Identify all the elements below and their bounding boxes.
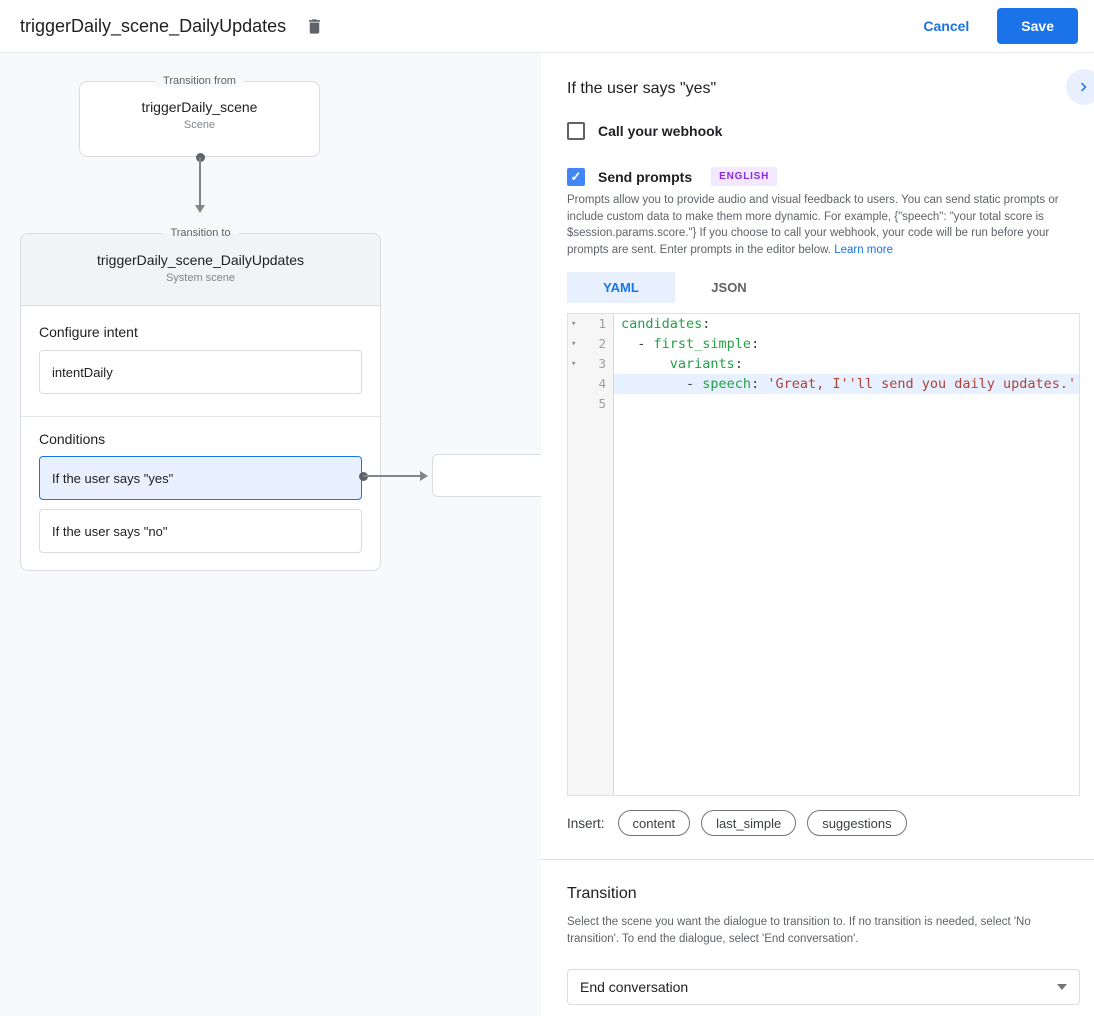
prompt-code-editor[interactable]: 1 candidates: 2 - first_simple: 3 varian…	[567, 313, 1080, 796]
cancel-button[interactable]: Cancel	[923, 18, 970, 34]
caret-down-icon	[1057, 984, 1067, 990]
transition-section-title: Transition	[567, 885, 637, 902]
transition-dropdown[interactable]: End conversation	[567, 969, 1080, 1005]
to-scene-name: triggerDaily_scene_DailyUpdates	[97, 252, 304, 268]
tab-yaml[interactable]: YAML	[567, 272, 675, 303]
transition-to-legend: Transition to	[162, 227, 239, 239]
insert-label: Insert:	[567, 815, 605, 831]
condition-row-yes[interactable]: If the user says "yes"	[39, 456, 362, 500]
connector-arrowhead	[195, 205, 205, 213]
line-number: 5	[598, 396, 606, 411]
card-divider	[21, 416, 380, 417]
intent-field[interactable]: intentDaily	[39, 350, 362, 394]
section-divider	[541, 859, 1094, 860]
chevron-right-icon	[1075, 78, 1093, 96]
prompts-checkbox[interactable]	[567, 167, 585, 186]
code-line-4-active[interactable]: 4 - speech: 'Great, I''ll send you daily…	[568, 374, 1079, 394]
panel-title: If the user says "yes"	[567, 80, 717, 97]
line-number: 1	[598, 316, 606, 331]
condition-row-no[interactable]: If the user says "no"	[39, 509, 362, 553]
fold-triangle-icon[interactable]	[571, 354, 576, 374]
page-title: triggerDaily_scene_DailyUpdates	[20, 15, 287, 36]
webhook-checkbox-label: Call your webhook	[598, 123, 723, 139]
editor-format-tabs: YAML JSON	[567, 272, 783, 303]
webhook-checkbox-row: Call your webhook	[567, 122, 722, 140]
from-scene-name: triggerDaily_scene	[141, 99, 258, 115]
fold-triangle-icon[interactable]	[571, 334, 576, 354]
tab-json[interactable]: JSON	[675, 272, 783, 303]
fold-triangle-icon[interactable]	[571, 314, 576, 334]
trash-icon	[305, 17, 324, 36]
condition-row-label: If the user says "yes"	[52, 470, 174, 486]
condition-editor-panel: If the user says "yes" Call your webhook…	[541, 53, 1094, 1016]
delete-scene-button[interactable]	[302, 14, 326, 38]
connector-line	[199, 157, 201, 205]
transition-from-legend: Transition from	[155, 75, 244, 87]
to-scene-type: System scene	[165, 272, 236, 284]
insert-chip-content[interactable]: content	[617, 810, 691, 836]
code-line-2[interactable]: 2 - first_simple:	[568, 334, 1079, 354]
connector-arrowhead	[420, 471, 428, 481]
scene-card-header: triggerDaily_scene_DailyUpdates System s…	[21, 234, 380, 306]
code-line-5[interactable]: 5	[568, 394, 1079, 414]
connector-line	[363, 475, 420, 477]
prompts-description-text: Prompts allow you to provide audio and v…	[567, 194, 1059, 256]
insert-chip-suggestions[interactable]: suggestions	[807, 810, 907, 836]
prompts-checkbox-label: Send prompts	[598, 168, 693, 185]
transition-description: Select the scene you want the dialogue t…	[567, 916, 1031, 945]
transition-to-card[interactable]: Transition to triggerDaily_scene_DailyUp…	[20, 227, 381, 571]
intent-field-value: intentDaily	[52, 364, 113, 380]
learn-more-link[interactable]: Learn more	[834, 243, 894, 256]
language-badge: ENGLISH	[711, 167, 778, 186]
topbar: triggerDaily_scene_DailyUpdates Cancel S…	[0, 0, 1094, 53]
from-scene-type: Scene	[183, 119, 216, 131]
prompts-checkbox-row: Send prompts ENGLISH	[567, 167, 778, 186]
condition-target-box[interactable]	[432, 454, 541, 497]
insert-toolbar: Insert: content last_simple suggestions	[567, 810, 907, 836]
line-number: 4	[598, 376, 606, 391]
insert-chip-last-simple[interactable]: last_simple	[701, 810, 797, 836]
condition-row-label: If the user says "no"	[52, 523, 168, 539]
save-button[interactable]: Save	[997, 8, 1078, 44]
prompts-description: Prompts allow you to provide audio and v…	[567, 192, 1080, 258]
webhook-checkbox[interactable]	[567, 122, 585, 140]
conditions-label: Conditions	[39, 431, 106, 447]
scene-flow-canvas: Transition from triggerDaily_scene Scene…	[0, 53, 541, 1016]
transition-from-box[interactable]: Transition from triggerDaily_scene Scene	[79, 75, 320, 157]
code-line-1[interactable]: 1 candidates:	[568, 314, 1079, 334]
code-line-3[interactable]: 3 variants:	[568, 354, 1079, 374]
configure-intent-label: Configure intent	[39, 324, 138, 340]
transition-dropdown-value: End conversation	[580, 979, 689, 995]
collapse-panel-button[interactable]	[1066, 69, 1094, 105]
line-number: 3	[598, 356, 606, 371]
line-number: 2	[598, 336, 606, 351]
